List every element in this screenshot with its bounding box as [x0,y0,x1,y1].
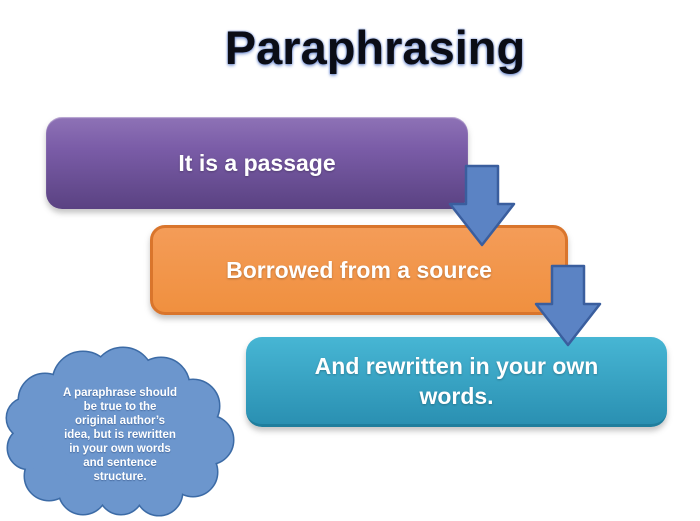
step-label: It is a passage [178,149,336,176]
step-box-passage: It is a passage [46,117,468,209]
cloud-text-line: be true to the [83,401,157,413]
down-arrow-icon [447,164,517,248]
step-label: Borrowed from a source [226,256,492,283]
step-box-rewritten: And rewritten in your own words. [246,337,667,427]
slide-title: Paraphrasing [224,21,526,74]
down-arrow-icon [533,264,603,348]
cloud-text-line: original author’s [74,415,166,427]
step-label: And rewritten in your own words. [314,352,599,409]
cloud-text-line: in your own words [69,443,171,455]
down-arrow-shape [534,264,602,347]
cloud-text-line: structure. [93,471,147,483]
cloud-text: A paraphrase should be true to the origi… [5,355,235,515]
cloud-text-line: idea, but is rewritten [64,429,176,441]
step-box-borrowed: Borrowed from a source [150,225,568,315]
cloud-icon [5,346,235,517]
cloud-text-line: A paraphrase should [63,387,177,399]
thought-cloud: A paraphrase should be true to the origi… [5,345,235,517]
cloud-text-line: and sentence [83,457,157,469]
down-arrow-shape [448,164,516,247]
